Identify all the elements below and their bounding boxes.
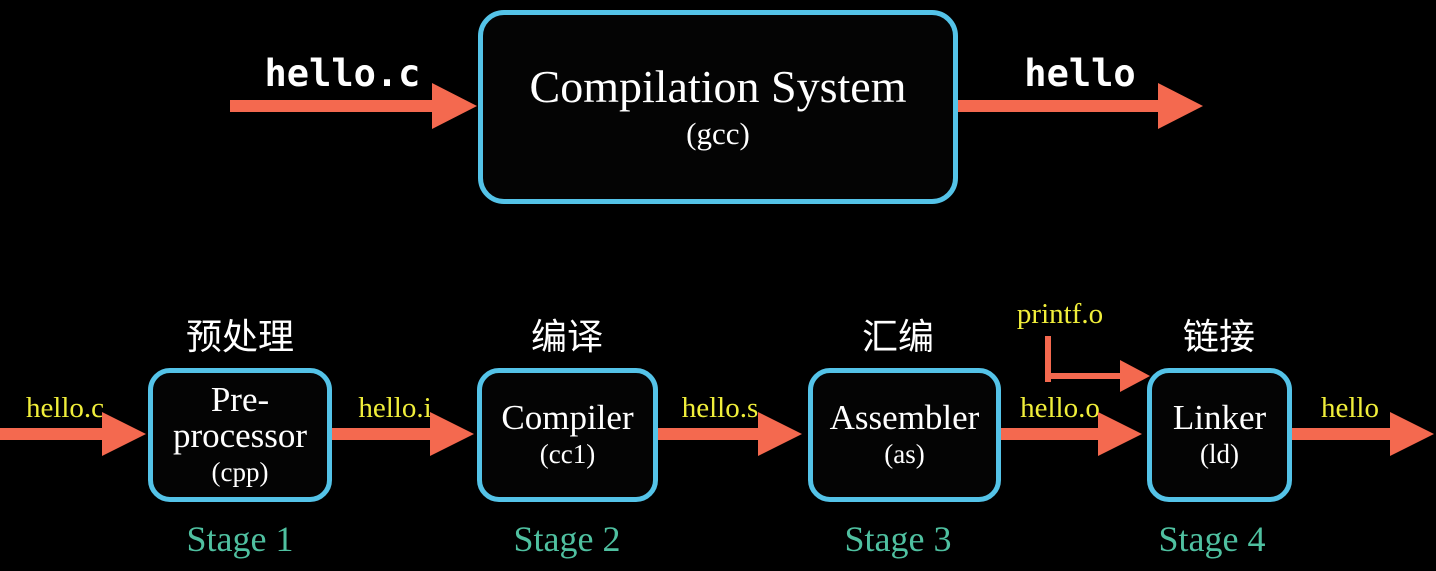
arrow0-shaft: [0, 428, 102, 440]
arrow3-head: [1098, 412, 1142, 456]
linker-name: Linker: [1172, 398, 1267, 438]
top-output-file-label: hello: [1024, 52, 1136, 95]
hello-out-file-label: hello: [1321, 392, 1379, 424]
stage1-cn-label: 预处理: [185, 317, 294, 357]
stage3-cn-label: 汇编: [861, 317, 934, 357]
top-output-arrow-head: [1158, 83, 1203, 129]
linker-box: Linker (ld): [1147, 368, 1292, 502]
stage4-cn-label: 链接: [1182, 317, 1255, 357]
arrow1-shaft: [332, 428, 430, 440]
arrow4-shaft: [1292, 428, 1390, 440]
compiler-box: Compiler (cc1): [477, 368, 658, 502]
stage1-label: Stage 1: [186, 519, 294, 559]
printfo-file-label: printf.o: [1016, 298, 1104, 330]
assembler-tool: (as): [884, 438, 925, 469]
arrow2-shaft: [658, 428, 758, 440]
stage2-label: Stage 2: [513, 519, 621, 559]
printfo-arrow-head: [1120, 360, 1150, 392]
arrow3-shaft: [1001, 428, 1098, 440]
helloc-file-label: hello.c: [25, 392, 105, 424]
printfo-arrow-horizontal: [1045, 373, 1123, 379]
top-input-arrow-shaft: [230, 100, 432, 112]
compilation-system-subtitle: (gcc): [686, 116, 750, 152]
stage4-label: Stage 4: [1158, 519, 1266, 559]
arrow4-head: [1390, 412, 1434, 456]
compiler-name: Compiler: [501, 398, 634, 438]
stage3-label: Stage 3: [844, 519, 952, 559]
hellos-file-label: hello.s: [681, 392, 759, 424]
preprocessor-box: Pre- processor (cpp): [148, 368, 332, 502]
preprocessor-tool: (cpp): [211, 456, 269, 487]
arrow1-head: [430, 412, 474, 456]
helloo-file-label: hello.o: [1020, 392, 1100, 424]
top-input-arrow-head: [432, 83, 477, 129]
linker-tool: (ld): [1200, 438, 1239, 469]
arrow2-head: [758, 412, 802, 456]
assembler-name: Assembler: [829, 398, 980, 438]
printfo-arrow-vertical: [1045, 336, 1051, 382]
helloi-file-label: hello.i: [358, 392, 432, 424]
compilation-system-box: Compilation System (gcc): [478, 10, 958, 204]
top-output-arrow-shaft: [958, 100, 1158, 112]
top-input-file-label: hello.c: [264, 52, 421, 95]
stage2-cn-label: 编译: [530, 317, 603, 357]
preprocessor-name: Pre- processor: [172, 380, 308, 455]
compilation-system-title: Compilation System: [529, 60, 907, 112]
arrow0-head: [102, 412, 146, 456]
assembler-box: Assembler (as): [808, 368, 1001, 502]
compiler-tool: (cc1): [539, 438, 596, 469]
